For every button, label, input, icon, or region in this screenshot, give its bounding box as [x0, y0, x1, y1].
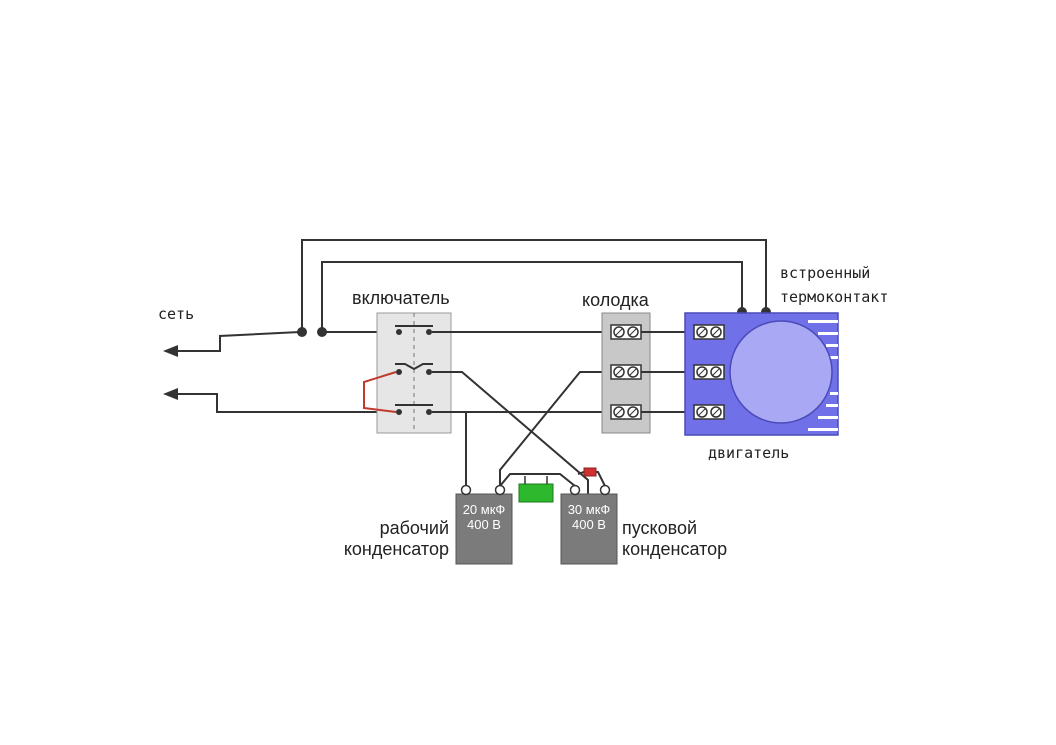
wire-block-to-run-cap	[499, 371, 612, 494]
capacitor-terminal	[494, 484, 506, 496]
switch-contact-top	[395, 325, 433, 335]
start-cap-label-line1: пусковой	[622, 518, 698, 538]
arrow-left-icon	[163, 388, 178, 400]
junction-dot	[297, 327, 307, 337]
motor-rotor	[729, 320, 833, 424]
motor-terminals	[693, 324, 725, 420]
capacitor-terminal	[569, 484, 581, 496]
cap-link-wire	[499, 473, 576, 487]
run-cap-label-line2: конденсатор	[343, 539, 449, 559]
start-cap-rating: 30 мкФ 400 В	[561, 502, 617, 532]
switch-contact-middle	[395, 363, 433, 375]
network-wire-top	[168, 331, 301, 352]
motor-fins	[808, 320, 838, 431]
capacitor-terminal	[460, 484, 472, 496]
thermo-label-line2: термоконтакт	[780, 288, 889, 306]
switch-label: включатель	[352, 288, 450, 308]
resistor	[583, 467, 597, 477]
capacitor-terminal	[599, 484, 611, 496]
network-label: сеть	[158, 305, 195, 323]
switch-contact-bottom	[395, 404, 433, 415]
run-cap-capacitance: 20 мкФ	[462, 502, 506, 517]
run-cap-voltage: 400 В	[467, 517, 501, 532]
thermo-wire-outer	[301, 239, 767, 332]
terminal-block-label: колодка	[582, 290, 649, 310]
start-cap-label-line2: конденсатор	[622, 539, 728, 559]
run-cap-rating: 20 мкФ 400 В	[456, 502, 512, 532]
terminal-screws	[610, 324, 642, 420]
run-cap-label-line1: рабочий	[379, 518, 449, 538]
green-component	[518, 483, 554, 503]
run-capacitor	[455, 493, 513, 565]
start-capacitor	[560, 493, 618, 565]
thermo-label-line1: встроенный	[780, 264, 871, 282]
thermo-wire-inner	[321, 261, 743, 332]
arrow-left-icon	[163, 345, 178, 357]
jumper-wire	[363, 371, 397, 413]
start-cap-capacitance: 30 мкФ	[567, 502, 611, 517]
wire-to-run-cap	[462, 411, 467, 494]
network-wire-bottom	[168, 393, 396, 413]
start-cap-voltage: 400 В	[572, 517, 606, 532]
wire-to-start-cap	[432, 371, 589, 494]
motor-label: двигатель	[708, 444, 790, 462]
